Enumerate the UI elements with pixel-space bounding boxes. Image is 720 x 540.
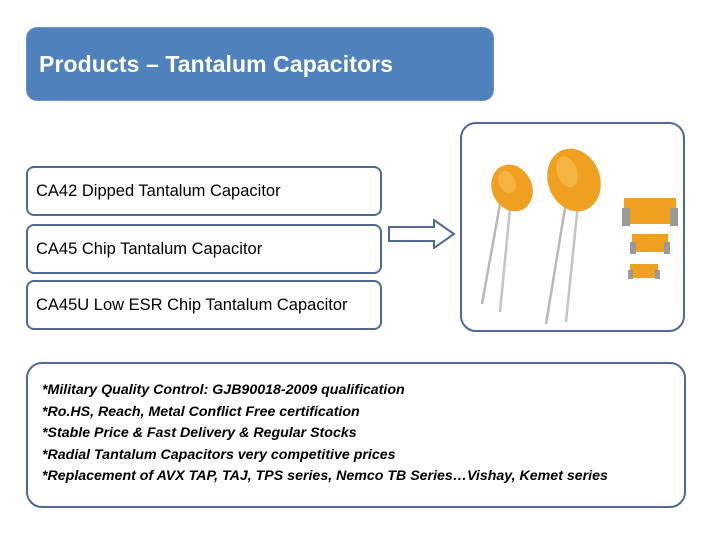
product-item-ca42[interactable]: CA42 Dipped Tantalum Capacitor xyxy=(26,166,382,216)
features-box: *Military Quality Control: GJB90018-2009… xyxy=(26,362,686,508)
arrow-right-icon xyxy=(388,218,456,254)
product-label: CA45 Chip Tantalum Capacitor xyxy=(36,239,263,258)
feature-line: *Replacement of AVX TAP, TAJ, TPS series… xyxy=(42,468,608,484)
feature-line: *Stable Price & Fast Delivery & Regular … xyxy=(42,425,357,441)
product-label: CA45U Low ESR Chip Tantalum Capacitor xyxy=(36,295,348,314)
product-image-frame xyxy=(460,122,685,332)
feature-line: *Ro.HS, Reach, Metal Conflict Free certi… xyxy=(42,403,360,420)
product-item-ca45[interactable]: CA45 Chip Tantalum Capacitor xyxy=(26,224,382,274)
feature-line: *Radial Tantalum Capacitors very competi… xyxy=(42,446,396,463)
product-item-ca45u[interactable]: CA45U Low ESR Chip Tantalum Capacitor xyxy=(26,280,382,330)
feature-line: *Military Quality Control: GJB90018-2009… xyxy=(42,382,405,398)
tantalum-capacitors-photo xyxy=(480,148,678,325)
page-title: Products – Tantalum Capacitors xyxy=(39,50,394,77)
title-banner: Products – Tantalum Capacitors xyxy=(27,28,493,100)
product-label: CA42 Dipped Tantalum Capacitor xyxy=(36,181,281,200)
